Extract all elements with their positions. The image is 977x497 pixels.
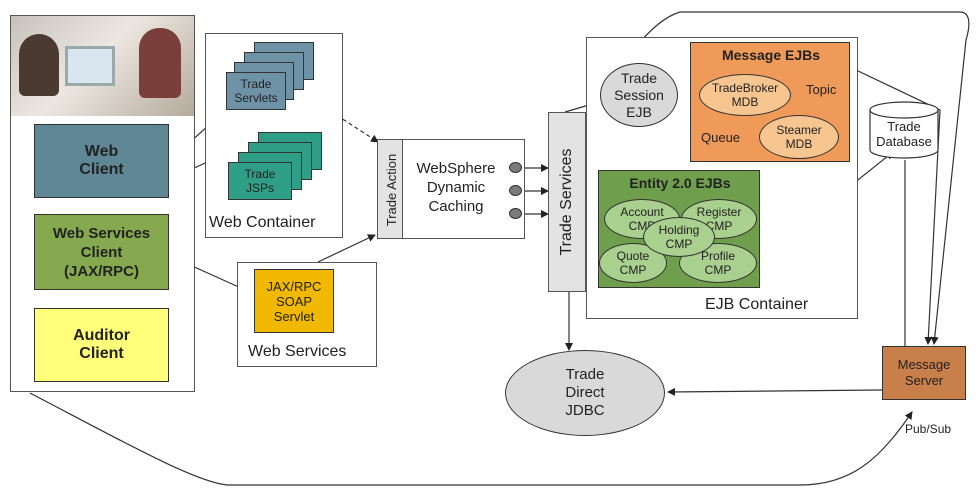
web-services-container: JAX/RPC SOAP Servlet Web Services — [237, 262, 377, 367]
clients-to-message-server-line — [29, 392, 913, 486]
web-client-box[interactable]: Web Client — [34, 124, 169, 198]
trade-database[interactable]: Trade Database — [868, 100, 940, 160]
users-photo — [11, 16, 194, 116]
entity-ejbs-title: Entity 2.0 EJBs — [629, 175, 731, 191]
web-services-client-box[interactable]: Web Services Client (JAX/RPC) — [34, 214, 169, 290]
trade-services-label: Trade Services — [558, 148, 575, 256]
auditor-client-box[interactable]: Auditor Client — [34, 308, 169, 382]
person-right-figure — [139, 28, 181, 98]
message-ejbs-box: Message EJBs TradeBroker MDB Topic Queue… — [690, 42, 850, 162]
quote-cmp[interactable]: Quote CMP — [599, 243, 667, 283]
holding-cmp[interactable]: Holding CMP — [643, 217, 715, 257]
pubsub-label: Pub/Sub — [905, 422, 952, 436]
message-ejbs-title: Message EJBs — [721, 47, 821, 63]
soap-to-trade-action-arrow — [317, 234, 376, 263]
cache-node-1 — [509, 162, 522, 173]
trade-session-ejb[interactable]: Trade Session EJB — [600, 63, 678, 127]
monitor-figure — [65, 46, 115, 86]
queue-label: Queue — [701, 130, 741, 145]
clients-panel: Web Client Web Services Client (JAX/RPC)… — [10, 15, 195, 392]
trade-action-bar[interactable]: Trade Action — [377, 139, 403, 239]
message-server[interactable]: Message Server — [882, 346, 966, 400]
soap-servlet-box[interactable]: JAX/RPC SOAP Servlet — [254, 269, 334, 333]
trade-database-label: Trade Database — [876, 119, 932, 149]
cache-node-3 — [509, 208, 522, 219]
message-ejbs-to-server-line — [855, 69, 941, 345]
ejb-container-label: EJB Container — [705, 296, 809, 313]
tradebroker-mdb[interactable]: TradeBroker MDB — [699, 74, 791, 116]
web-container: Trade Servlets Trade JSPs Web Container — [205, 33, 343, 238]
dynamic-caching-label: WebSphere Dynamic Caching — [416, 159, 496, 215]
web-services-label: Web Services — [248, 343, 347, 360]
web-container-label: Web Container — [209, 214, 316, 231]
trade-action-label: Trade Action — [383, 153, 399, 227]
person-left-figure — [19, 34, 59, 96]
trade-direct-jdbc[interactable]: Trade Direct JDBC — [505, 350, 665, 436]
streamer-mdb[interactable]: Steamer MDB — [759, 115, 839, 159]
entity-ejbs-box: Entity 2.0 EJBs Account CMP Register CMP… — [598, 170, 760, 288]
database-cylinder-icon — [869, 101, 939, 159]
trade-servlets-box[interactable]: Trade Servlets — [226, 72, 286, 110]
trade-services-bar[interactable]: Trade Services — [548, 112, 586, 292]
trade-jsps-box[interactable]: Trade JSPs — [228, 162, 292, 200]
cache-node-2 — [509, 185, 522, 196]
topic-label: Topic — [806, 82, 837, 97]
